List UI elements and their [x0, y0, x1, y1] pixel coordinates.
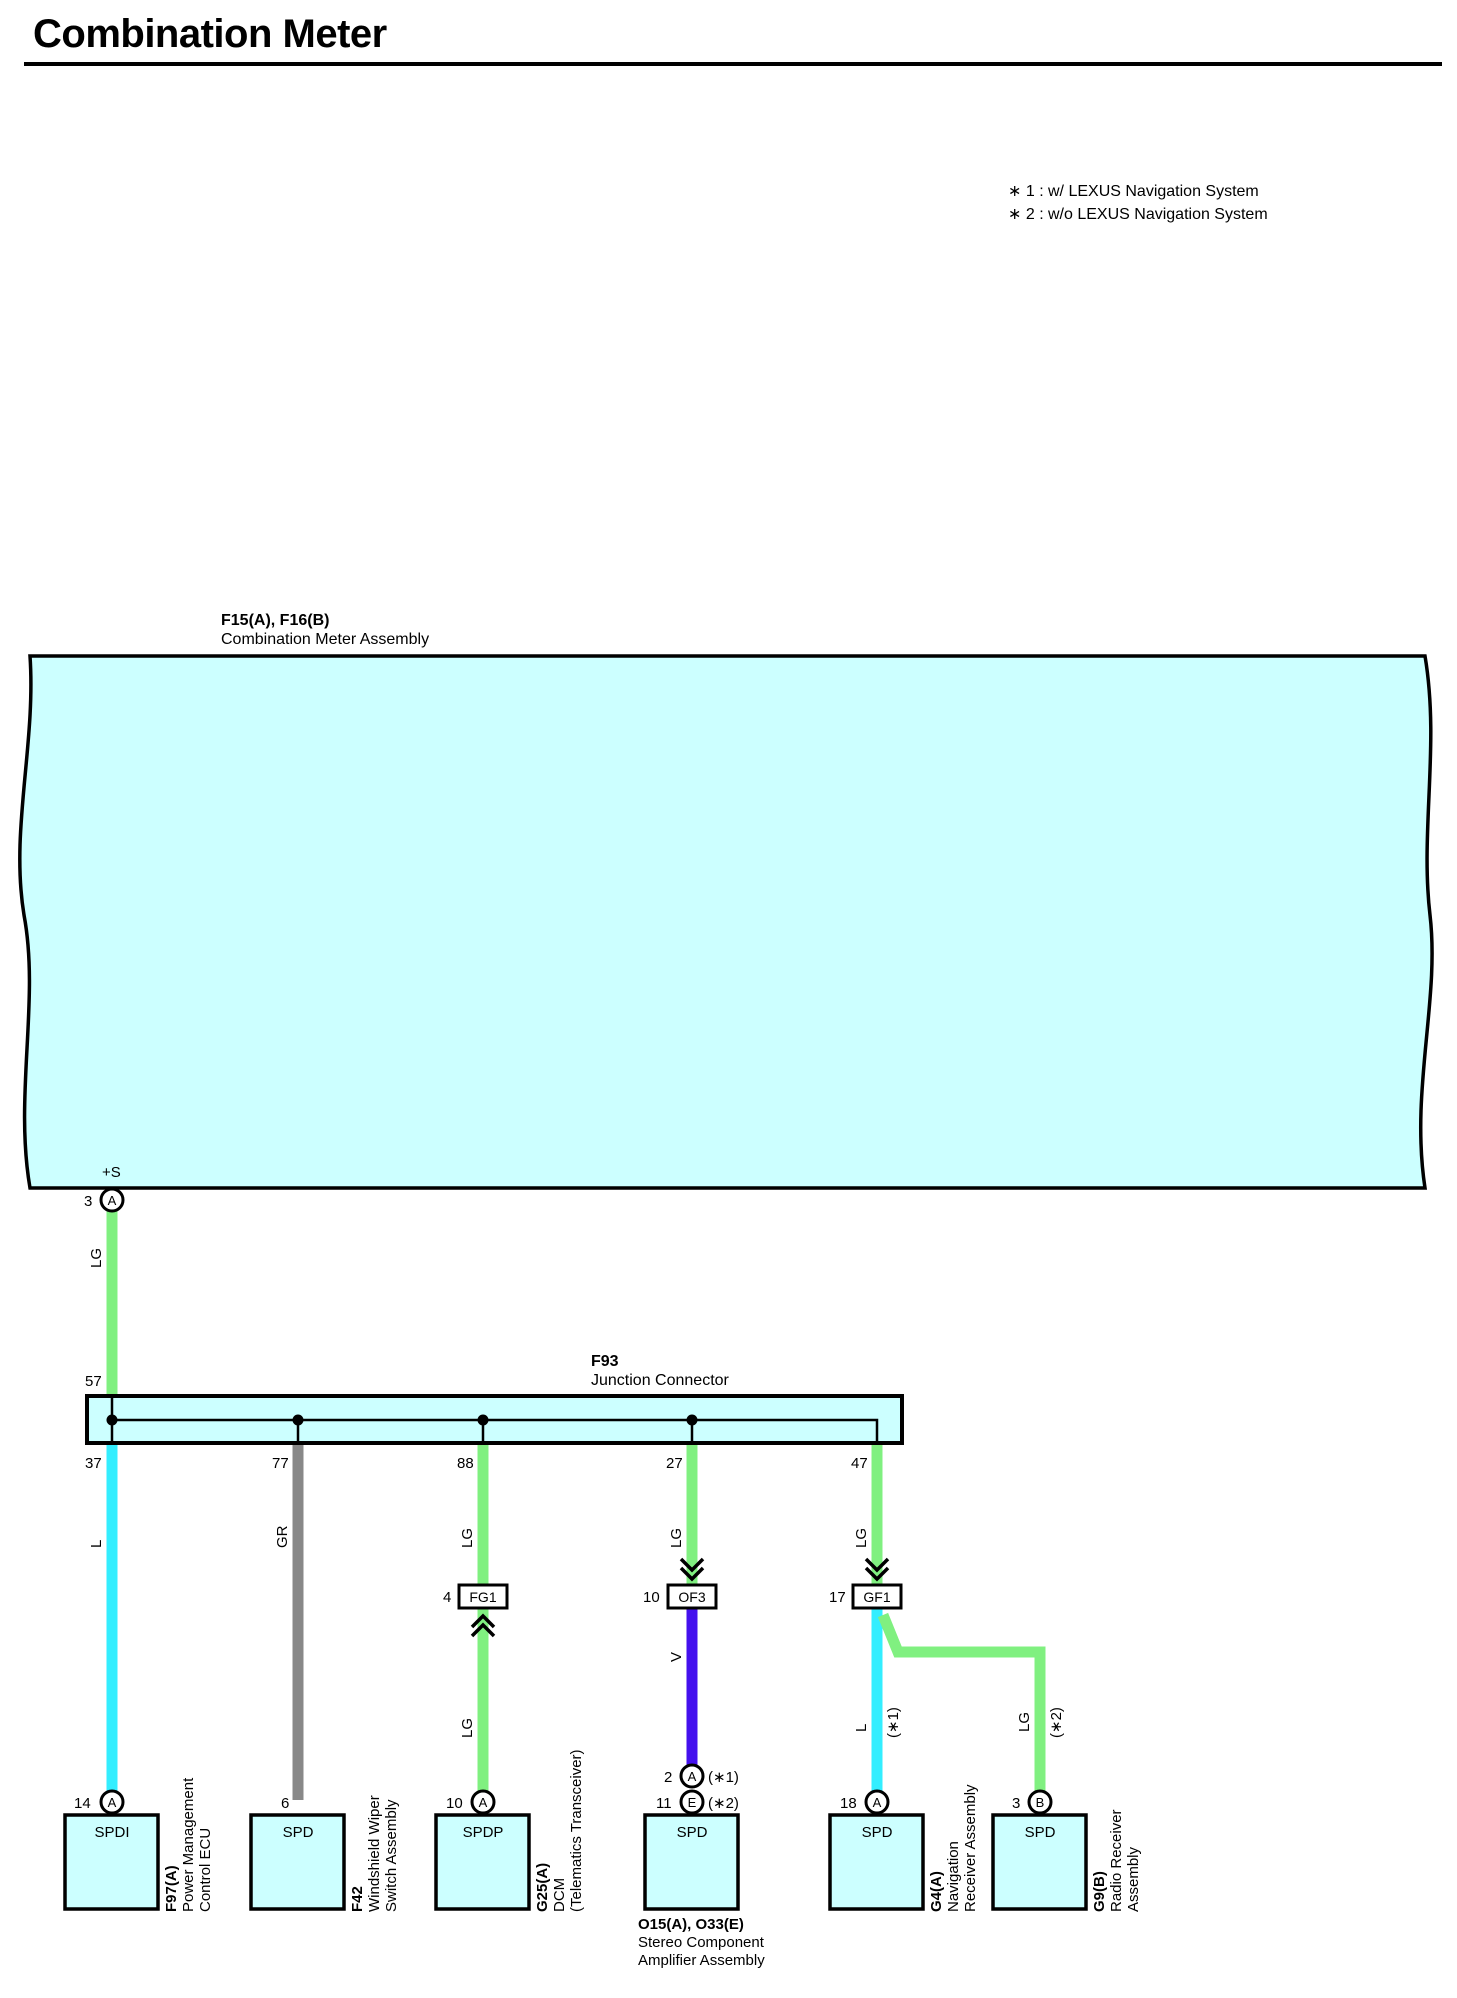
- comp1-pin: 14: [74, 1795, 91, 1812]
- inline-connector-fg1: FG1 4: [443, 1583, 509, 1638]
- note-mark-1: ∗ 1 :: [1008, 183, 1044, 200]
- wire-labels: LG L GR LG LG LG V LG L LG (∗1) (∗2): [88, 1248, 1065, 1738]
- meter-conn-letter: A: [108, 1193, 117, 1208]
- junction-nodes: [106, 1414, 698, 1426]
- comp1-name2: Control ECU: [197, 1828, 214, 1912]
- combination-meter-body: [18, 654, 1434, 1190]
- comp4-pin: 2: [664, 1769, 672, 1786]
- junction-name: Junction Connector: [591, 1372, 730, 1389]
- comp4-name2: Amplifier Assembly: [638, 1952, 765, 1969]
- wire-label-b1: L: [88, 1540, 105, 1548]
- component-radio-receiver: B 3 SPD G9(B) Radio Receiver Assembly: [991, 1789, 1142, 1912]
- comp5-name1: Navigation: [945, 1841, 962, 1912]
- comp2-code: F42: [349, 1886, 366, 1912]
- inline-pin-fg1: 4: [443, 1589, 451, 1606]
- inline-code-fg1: FG1: [469, 1589, 496, 1605]
- comp3-pin: 10: [446, 1795, 463, 1812]
- junction-pin-37: 37: [85, 1455, 102, 1472]
- inline-pin-of3: 10: [643, 1589, 660, 1606]
- comp3-name1: DCM: [551, 1878, 568, 1912]
- junction-pin-77: 77: [272, 1455, 289, 1472]
- wire-label-meter: LG: [88, 1248, 105, 1268]
- inline-connector-gf1: GF1 17: [829, 1557, 903, 1610]
- meter-connector: 3 A: [84, 1187, 125, 1213]
- comp4-note2: (∗2): [708, 1795, 739, 1812]
- comp4-pin2: 11: [656, 1795, 672, 1812]
- comp4-conn: A: [688, 1769, 697, 1784]
- wire-label-b4b: V: [668, 1652, 685, 1662]
- comp1-conn: A: [108, 1795, 117, 1810]
- junction-pin-88: 88: [457, 1455, 474, 1472]
- comp5-pin: 18: [840, 1795, 857, 1812]
- inline-code-gf1: GF1: [863, 1589, 890, 1605]
- junction-pin-27: 27: [666, 1455, 683, 1472]
- wire-label-b5a: LG: [853, 1528, 870, 1548]
- comp5-terminal: SPD: [862, 1824, 893, 1841]
- wire-note-b5-left: (∗1): [885, 1707, 902, 1738]
- wire-label-b5c: LG: [1016, 1712, 1033, 1732]
- meter-code: F15(A), F16(B): [221, 612, 329, 629]
- junction-pin-47: 47: [851, 1455, 868, 1472]
- comp6-conn: B: [1036, 1795, 1045, 1810]
- component-windshield-wiper-switch: 6 SPD F42 Windshield Wiper Switch Assemb…: [249, 1795, 400, 1912]
- meter-name: Combination Meter Assembly: [221, 631, 429, 648]
- wire-lg-branch5-radio: [877, 1612, 1046, 1800]
- page-title: Combination Meter: [33, 12, 387, 56]
- comp4-conn2: E: [688, 1795, 697, 1810]
- junction-in-pin: 57: [85, 1373, 102, 1390]
- comp2-name2: Switch Assembly: [383, 1799, 400, 1912]
- title-rule: [24, 62, 1442, 66]
- comp4-name1: Stereo Component: [638, 1934, 765, 1951]
- comp4-terminal: SPD: [677, 1824, 708, 1841]
- comp5-conn: A: [873, 1795, 882, 1810]
- wire-label-b3b: LG: [459, 1718, 476, 1738]
- comp1-code: F97(A): [163, 1865, 180, 1912]
- wire-label-b2: GR: [274, 1525, 291, 1548]
- comp5-code: G4(A): [928, 1871, 945, 1912]
- comp6-name1: Radio Receiver: [1108, 1809, 1125, 1912]
- comp6-name2: Assembly: [1125, 1846, 1142, 1912]
- comp4-note1: (∗1): [708, 1769, 739, 1786]
- comp4-code: O15(A), O33(E): [638, 1916, 744, 1933]
- inline-pin-gf1: 17: [829, 1589, 846, 1606]
- comp6-code: G9(B): [1091, 1871, 1108, 1912]
- note-text-1: w/ LEXUS Navigation System: [1047, 183, 1259, 200]
- inline-code-of3: OF3: [678, 1589, 705, 1605]
- comp6-terminal: SPD: [1025, 1824, 1056, 1841]
- comp3-terminal: SPDP: [463, 1824, 504, 1841]
- comp5-name2: Receiver Assembly: [962, 1784, 979, 1912]
- note-mark-2: ∗ 2 :: [1008, 206, 1044, 223]
- component-stereo-amplifier: A 2 (∗1) E 11 (∗2) SPD O15(A), O33(E) St…: [638, 1763, 765, 1969]
- inline-connector-of3: OF3 10: [643, 1557, 718, 1610]
- comp1-name1: Power Management: [180, 1777, 197, 1912]
- component-navigation-receiver: A 18 SPD G4(A) Navigation Receiver Assem…: [828, 1784, 979, 1912]
- legend-notes: ∗ 1 : w/ LEXUS Navigation System ∗ 2 : w…: [1008, 183, 1268, 223]
- comp2-terminal: SPD: [283, 1824, 314, 1841]
- comp6-pin: 3: [1012, 1795, 1020, 1812]
- meter-pin: 3: [84, 1193, 92, 1210]
- comp1-terminal: SPDI: [94, 1824, 129, 1841]
- wire-note-b5-right: (∗2): [1048, 1707, 1065, 1738]
- component-power-management-ecu: A 14 SPDI F97(A) Power Management Contro…: [63, 1777, 214, 1912]
- comp2-pin: 6: [281, 1795, 289, 1812]
- comp3-code: G25(A): [534, 1863, 551, 1912]
- junction-pins: 37 77 88 27 47: [85, 1455, 868, 1472]
- comp3-conn: A: [479, 1795, 488, 1810]
- wire-label-b4a: LG: [668, 1528, 685, 1548]
- comp2-name1: Windshield Wiper: [366, 1795, 383, 1912]
- note-text-2: w/o LEXUS Navigation System: [1047, 206, 1268, 223]
- wire-label-b5b: L: [853, 1724, 870, 1732]
- comp3-name2: (Telematics Transceiver): [568, 1749, 585, 1912]
- meter-terminal-label: +S: [102, 1164, 121, 1181]
- wire-label-b3a: LG: [459, 1528, 476, 1548]
- wires: [106, 1206, 1046, 1800]
- junction-code: F93: [591, 1353, 619, 1370]
- component-dcm: A 10 SPDP G25(A) DCM (Telematics Transce…: [434, 1749, 585, 1912]
